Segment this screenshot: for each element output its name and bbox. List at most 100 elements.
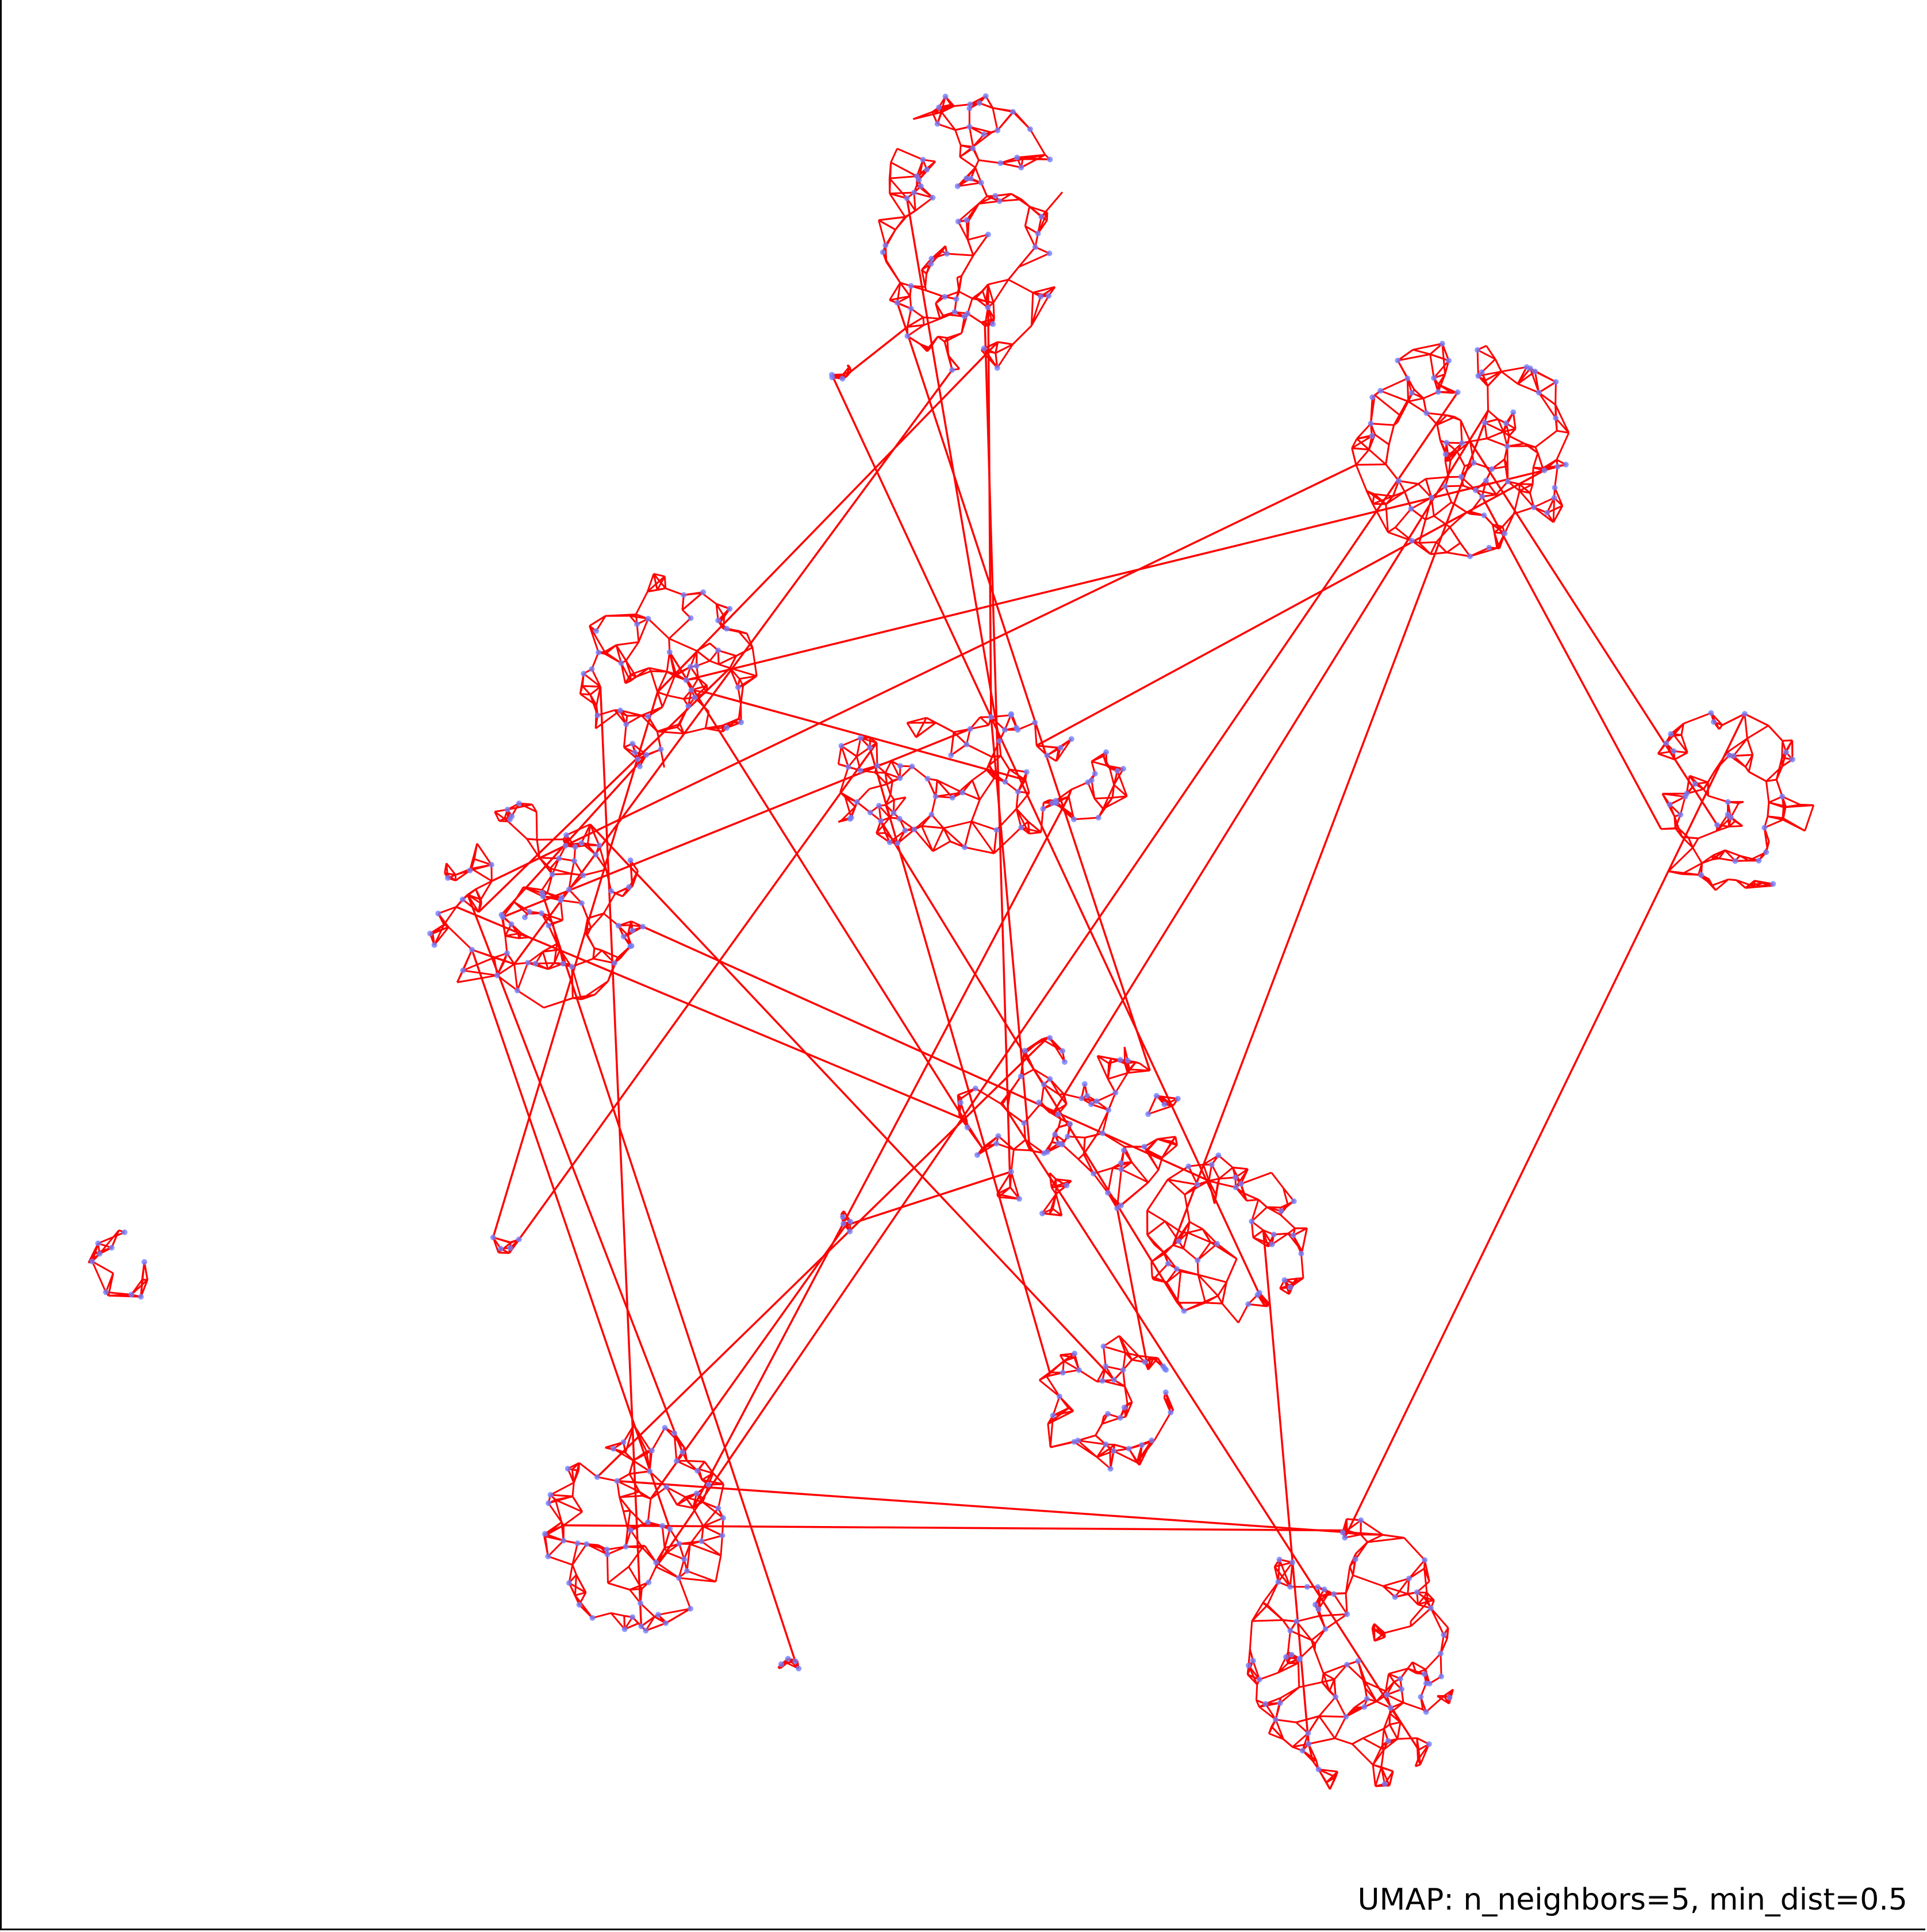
graph-node xyxy=(546,922,552,929)
graph-node xyxy=(985,231,991,237)
cluster-edge xyxy=(1237,1304,1249,1324)
cluster-edge xyxy=(1707,795,1729,803)
cluster-edge xyxy=(1178,1221,1191,1242)
graph-node xyxy=(89,1258,95,1264)
graph-node xyxy=(578,840,585,846)
cluster-edge xyxy=(1370,397,1373,424)
cluster-edge xyxy=(1408,1559,1426,1580)
cluster-edge xyxy=(1703,781,1709,790)
cluster-edge xyxy=(620,710,642,716)
graph-node xyxy=(604,1546,610,1552)
cluster-edge xyxy=(1355,448,1370,466)
cluster-edge xyxy=(1084,1134,1097,1138)
cluster-edge xyxy=(913,192,916,211)
cluster-edge xyxy=(1503,428,1516,433)
cluster-edge xyxy=(1423,1596,1429,1603)
cluster-edge xyxy=(1107,1092,1116,1111)
cluster-edge xyxy=(606,1554,609,1584)
graph-node xyxy=(1022,1048,1028,1054)
cluster-edge xyxy=(1385,463,1400,482)
graph-node xyxy=(1441,1632,1447,1638)
cluster-edge xyxy=(997,110,1015,131)
cluster-edge xyxy=(1041,1193,1057,1214)
cluster-edge xyxy=(571,1482,575,1497)
cluster-edge xyxy=(1030,292,1034,326)
graph-node xyxy=(1725,799,1731,805)
graph-node xyxy=(1126,1446,1132,1452)
cluster-edge xyxy=(1388,1724,1399,1739)
graph-node xyxy=(715,1505,721,1512)
cluster-edge xyxy=(1804,804,1815,831)
cluster-edge xyxy=(1430,551,1447,555)
graph-node xyxy=(608,888,614,894)
cluster-edge xyxy=(1102,784,1115,810)
graph-node xyxy=(874,762,880,769)
cluster-edge xyxy=(605,653,622,664)
cluster-edge xyxy=(840,1210,844,1215)
cluster-edge xyxy=(1781,741,1784,758)
cluster-edge xyxy=(1153,1412,1172,1441)
cluster-edge xyxy=(878,220,886,246)
bridge-edge xyxy=(869,747,1051,1373)
graph-node xyxy=(878,818,884,824)
graph-node xyxy=(1361,1704,1368,1710)
graph-node xyxy=(1312,1601,1319,1608)
cluster-edge xyxy=(1407,1667,1417,1674)
cluster-edge xyxy=(571,1564,577,1575)
cluster-edge xyxy=(559,900,564,921)
cluster-edge xyxy=(678,1577,692,1609)
cluster-edge xyxy=(1252,1619,1283,1622)
cluster-edge xyxy=(1091,1103,1109,1111)
cluster-edge xyxy=(1446,414,1455,418)
cluster-edge xyxy=(1417,1743,1430,1761)
graph-node xyxy=(1732,858,1738,864)
graph-node xyxy=(494,972,500,979)
cluster-edge xyxy=(594,980,609,996)
cluster-edge xyxy=(1049,1172,1057,1180)
cluster-edge xyxy=(1251,1604,1268,1622)
cluster-edge xyxy=(1112,795,1127,799)
cluster-edge xyxy=(855,737,862,757)
cluster-edge xyxy=(1356,438,1370,451)
cluster-edge xyxy=(1407,1661,1414,1669)
cluster-edge xyxy=(1202,1228,1211,1243)
cluster-edge xyxy=(1375,1766,1383,1787)
graph-node xyxy=(1275,1579,1281,1585)
bridge-edge xyxy=(617,1479,1383,1536)
cluster-edge xyxy=(1425,1653,1442,1670)
cluster-edge xyxy=(673,1433,678,1462)
graph-node xyxy=(1481,420,1488,425)
graph-node xyxy=(1344,1611,1350,1617)
graph-node xyxy=(694,1467,701,1474)
cluster-edge xyxy=(1425,497,1433,520)
cluster-edge xyxy=(1018,246,1037,268)
graph-node xyxy=(655,1612,661,1618)
cluster-edge xyxy=(1187,1232,1211,1243)
graph-node xyxy=(1426,1741,1432,1747)
cluster-edge xyxy=(1221,1303,1239,1324)
graph-node xyxy=(1014,155,1020,160)
bridge-edge xyxy=(456,906,968,1122)
graph-node xyxy=(138,1294,144,1300)
cluster-edge xyxy=(1352,1574,1384,1587)
graph-node xyxy=(908,305,914,312)
cluster-edge xyxy=(941,246,946,252)
cluster-edge xyxy=(1518,483,1531,494)
cluster-edge xyxy=(628,1547,643,1567)
graph-node xyxy=(964,1124,970,1130)
graph-node xyxy=(1269,1241,1275,1248)
graph-node xyxy=(997,160,1004,166)
graph-node xyxy=(909,764,915,769)
cluster-edge xyxy=(957,203,980,223)
cluster-edge xyxy=(1164,1252,1178,1270)
graph-node xyxy=(936,104,942,110)
graph-node xyxy=(951,309,958,315)
cluster-edge xyxy=(1396,1722,1402,1739)
cluster-edge xyxy=(1265,1703,1277,1720)
graph-node xyxy=(942,294,948,300)
cluster-edge xyxy=(1674,752,1688,761)
graph-node xyxy=(961,313,968,320)
cluster-edge xyxy=(932,840,951,852)
cluster-edge xyxy=(1187,1228,1203,1234)
cluster-edge xyxy=(1077,1158,1095,1175)
